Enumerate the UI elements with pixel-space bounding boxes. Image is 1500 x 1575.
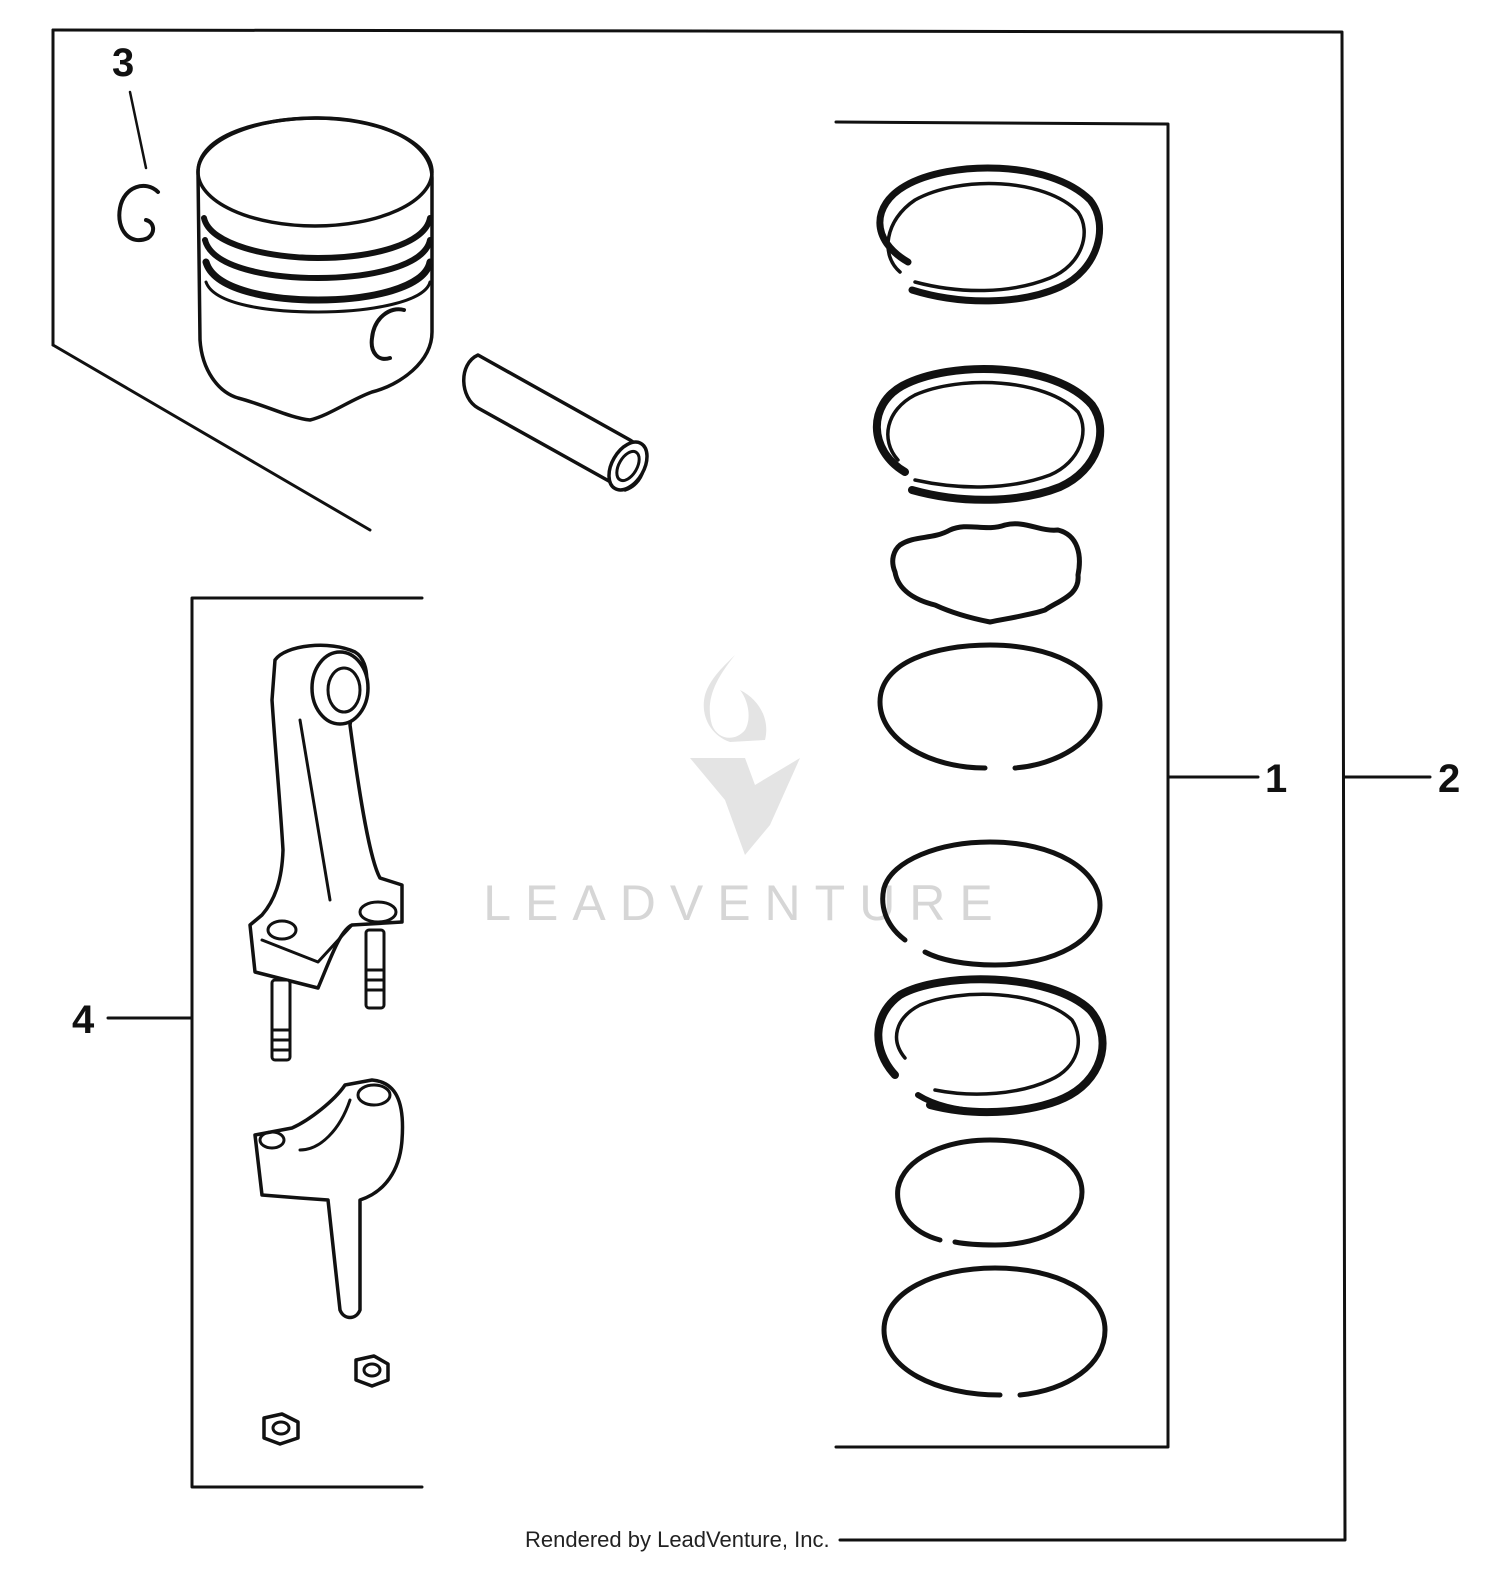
connecting-rod-bracket [106, 596, 424, 1489]
callout-4: 4 [72, 998, 95, 1042]
rail-ring-icon [880, 839, 1103, 968]
rod-cap-icon [253, 1078, 405, 1320]
flame-logo-icon [690, 655, 800, 855]
callout-2: 2 [1438, 757, 1460, 801]
nut-icon [262, 1412, 300, 1446]
piston-ring-icon [876, 164, 1103, 305]
assembly-bracket [51, 28, 1432, 1542]
callout-1: 1 [1265, 757, 1287, 801]
rail-ring-icon [881, 1265, 1108, 1398]
retainer-clip-icon [117, 183, 160, 242]
leadventure-watermark: LEADVENTURE [483, 655, 1007, 931]
rail-ring-icon [877, 642, 1103, 771]
expander-ring-icon [890, 521, 1082, 625]
callout-3-leader [128, 90, 148, 170]
piston-ring-icon [874, 975, 1107, 1117]
rail-ring-icon [895, 1137, 1085, 1248]
piston-ring-icon [872, 365, 1105, 504]
nut-icon [354, 1354, 390, 1388]
callout-3: 3 [112, 41, 134, 85]
piston-clip-icon [369, 307, 406, 361]
piston-icon [196, 116, 434, 422]
footer-credit: Rendered by LeadVenture, Inc. [525, 1527, 830, 1552]
piston-pin-icon [462, 353, 649, 492]
ring-set-bracket [834, 120, 1260, 1449]
watermark-text: LEADVENTURE [483, 875, 1007, 931]
connecting-rod-icon [248, 643, 404, 1062]
